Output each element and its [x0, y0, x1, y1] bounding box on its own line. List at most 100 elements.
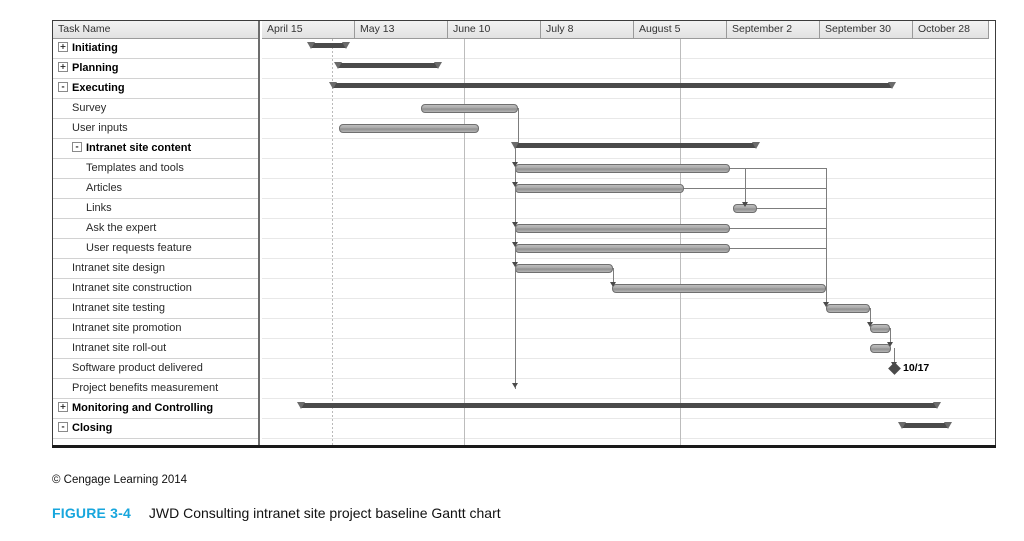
grid-row-line: [262, 198, 995, 199]
summary-bar-cap-end: [888, 82, 896, 89]
table-row[interactable]: Templates and tools: [53, 159, 258, 179]
task-bar[interactable]: [339, 124, 479, 133]
table-row[interactable]: Ask the expert: [53, 219, 258, 239]
dependency-arrow-icon: [742, 202, 748, 207]
task-bar[interactable]: [870, 324, 890, 333]
grid-row-line: [262, 298, 995, 299]
timeline-tick-3: July 8: [541, 21, 634, 39]
dependency-links-feed: [745, 168, 746, 203]
task-name-header: Task Name: [53, 21, 258, 39]
grid-row-line: [262, 58, 995, 59]
task-bar[interactable]: [515, 224, 730, 233]
summary-bar-cap-end: [434, 62, 442, 69]
task-name-label: Monitoring and Controlling: [72, 402, 214, 414]
dependency-rollout-to-milestone: [894, 348, 895, 363]
summary-bar-cap-end: [752, 142, 760, 149]
table-row[interactable]: Intranet site roll-out: [53, 339, 258, 359]
table-row[interactable]: Intranet site promotion: [53, 319, 258, 339]
task-name-label: Intranet site promotion: [72, 322, 182, 334]
table-row[interactable]: Software product delivered: [53, 359, 258, 379]
summary-bar-cap-start: [329, 82, 337, 89]
summary-bar[interactable]: [902, 423, 948, 428]
task-name-label: Articles: [86, 182, 123, 194]
dependency-right-rail: [826, 168, 827, 288]
dependency-design-to-construction: [613, 268, 614, 283]
table-row[interactable]: -Closing: [53, 419, 258, 439]
grid-row-line: [262, 338, 995, 339]
dependency-promotion-to-rollout: [890, 328, 891, 343]
table-row[interactable]: Intranet site testing: [53, 299, 258, 319]
task-name-label: Intranet site testing: [72, 302, 165, 314]
table-row[interactable]: Intranet site construction: [53, 279, 258, 299]
task-bar[interactable]: [515, 164, 730, 173]
task-name-label: Planning: [72, 62, 119, 74]
task-bar[interactable]: [421, 104, 518, 113]
grid-row-line: [262, 378, 995, 379]
expand-icon[interactable]: +: [58, 42, 68, 53]
task-name-label: User inputs: [72, 122, 128, 134]
table-row[interactable]: -Executing: [53, 79, 258, 99]
dependency-content-spine: [515, 148, 516, 389]
dependency-arrow-icon: [512, 182, 518, 187]
summary-bar[interactable]: [301, 403, 937, 408]
table-row[interactable]: Intranet site design: [53, 259, 258, 279]
figure-number: FIGURE 3-4: [52, 505, 132, 521]
timeline-body: 10/17: [262, 39, 995, 445]
grid-row-line: [262, 398, 995, 399]
summary-bar-cap-start: [898, 422, 906, 429]
dependency-line-horizontal: [730, 168, 826, 169]
grid-row-line: [262, 158, 995, 159]
grid-row-line: [262, 418, 995, 419]
timeline-tick-1: May 13: [355, 21, 448, 39]
table-row[interactable]: + Planning: [53, 59, 258, 79]
collapse-icon[interactable]: -: [72, 142, 82, 153]
task-bar[interactable]: [515, 264, 613, 273]
table-row[interactable]: Links: [53, 199, 258, 219]
dependency-arrow-icon: [512, 222, 518, 227]
timeline-tick-6: September 30: [820, 21, 913, 39]
grid-row-line: [262, 118, 995, 119]
task-name-column: Task Name +Initiating+Planning-Executing…: [53, 21, 260, 445]
summary-bar[interactable]: [338, 63, 438, 68]
table-row[interactable]: User inputs: [53, 119, 258, 139]
dependency-arrow-icon: [823, 302, 829, 307]
table-row[interactable]: +Initiating: [53, 39, 258, 59]
grid-row-line: [262, 78, 995, 79]
summary-bar[interactable]: [333, 83, 892, 88]
table-row[interactable]: + Monitoring and Controlling: [53, 399, 258, 419]
table-row[interactable]: Articles: [53, 179, 258, 199]
expand-icon[interactable]: +: [58, 62, 68, 73]
task-bar[interactable]: [826, 304, 870, 313]
collapse-icon[interactable]: -: [58, 422, 68, 433]
expand-icon[interactable]: +: [58, 402, 68, 413]
summary-bar[interactable]: [311, 43, 346, 48]
summary-bar-cap-end: [342, 42, 350, 49]
timeline-tick-2: June 10: [448, 21, 541, 39]
summary-bar-cap-start: [307, 42, 315, 49]
dependency-survey-spine: [518, 108, 519, 143]
dependency-arrow-icon: [512, 242, 518, 247]
timeline-tick-5: September 2: [727, 21, 820, 39]
dependency-construction-to-testing: [826, 288, 827, 303]
grid-row-line: [262, 318, 995, 319]
task-bar[interactable]: [515, 244, 730, 253]
dependency-line-horizontal: [757, 208, 826, 209]
collapse-icon[interactable]: -: [58, 82, 68, 93]
table-row[interactable]: Survey: [53, 99, 258, 119]
timeline-tick-4: August 5: [634, 21, 727, 39]
grid-line-solid-1: [680, 39, 681, 445]
grid-row-line: [262, 258, 995, 259]
grid-row-line: [262, 138, 995, 139]
grid-row-line: [262, 278, 995, 279]
table-row[interactable]: Project benefits measurement: [53, 379, 258, 399]
table-row[interactable]: -Intranet site content: [53, 139, 258, 159]
task-bar[interactable]: [515, 184, 684, 193]
task-bar[interactable]: [612, 284, 826, 293]
summary-bar-cap-start: [297, 402, 305, 409]
summary-bar[interactable]: [515, 143, 756, 148]
table-row[interactable]: User requests feature: [53, 239, 258, 259]
dependency-line-horizontal: [730, 248, 826, 249]
task-bar[interactable]: [870, 344, 891, 353]
